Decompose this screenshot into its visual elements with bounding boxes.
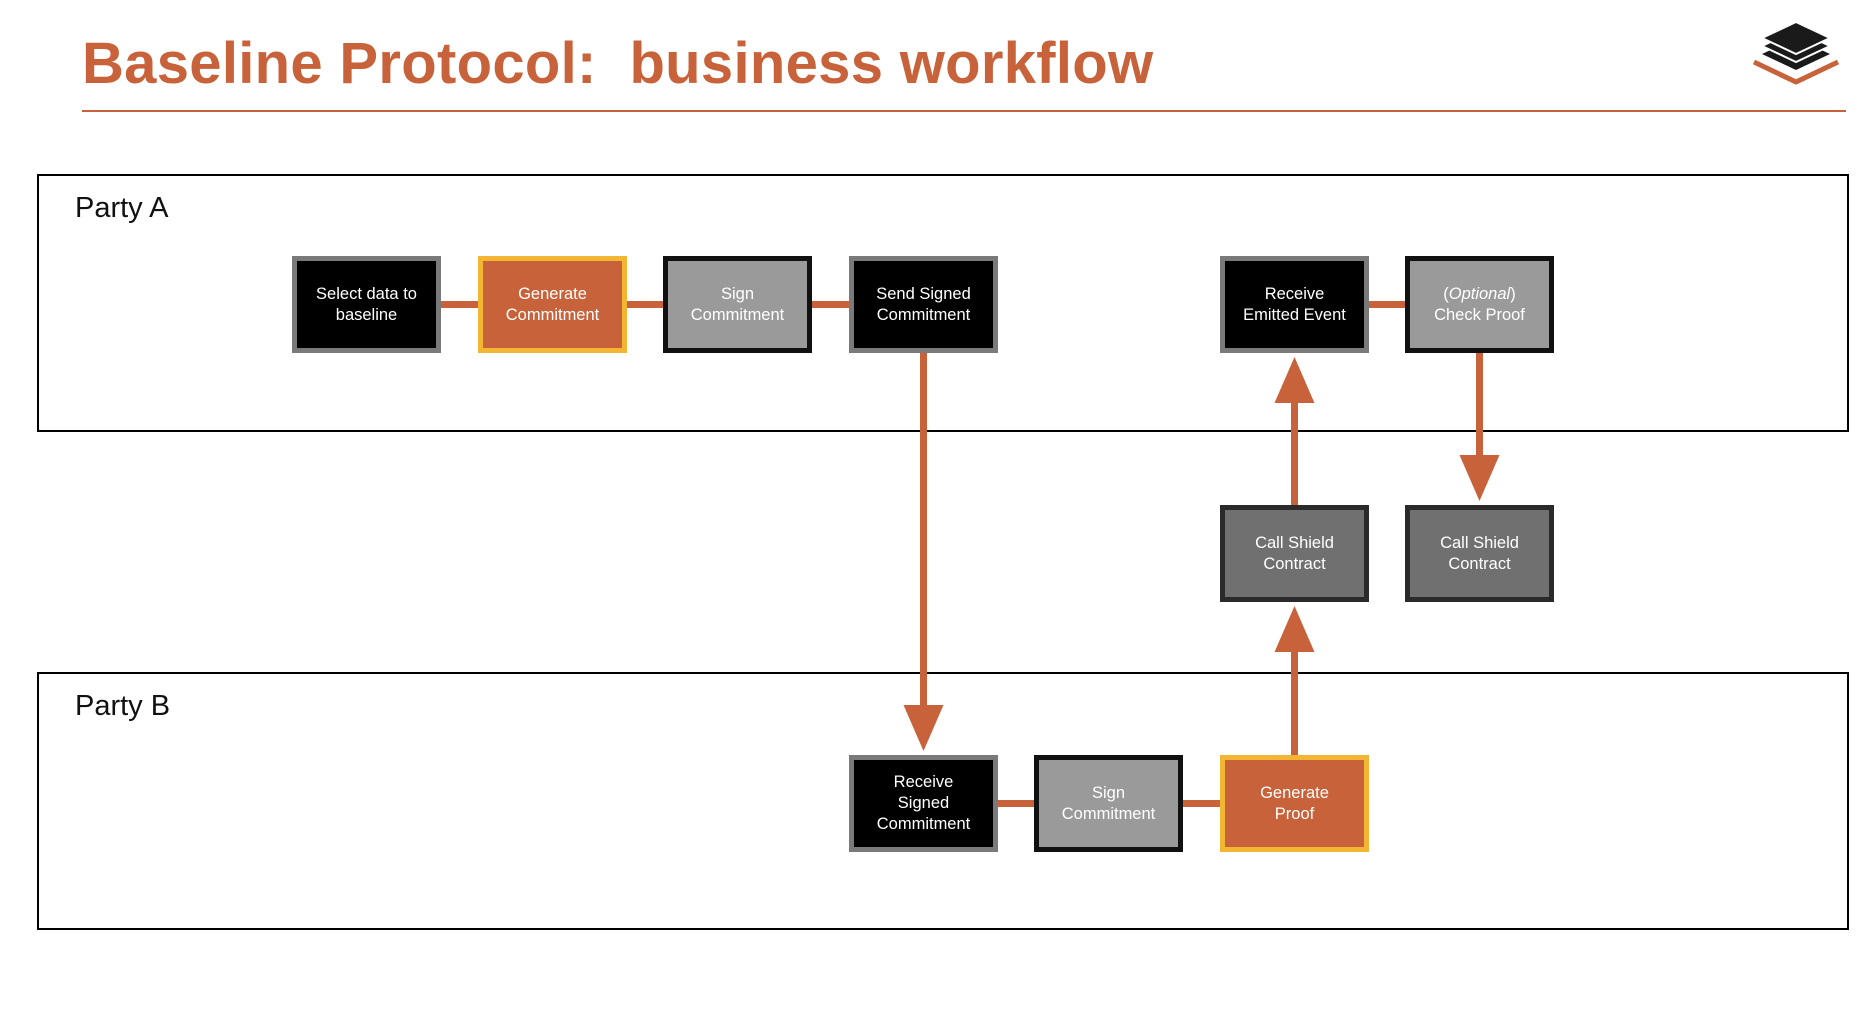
step-label: Sign Commitment <box>1061 783 1156 823</box>
step-label: (Optional) Check Proof <box>1434 284 1525 324</box>
step-label: Call Shield Contract <box>1255 533 1334 573</box>
page-title: Baseline Protocol: business workflow <box>82 31 1154 96</box>
lane-label-party-a: Party A <box>75 192 169 224</box>
arrowhead <box>903 705 944 751</box>
step-label: Sign Commitment <box>690 284 785 324</box>
arrowhead <box>1274 606 1315 652</box>
arrowhead <box>1274 357 1315 403</box>
step-label: Receive Emitted Event <box>1243 284 1346 324</box>
step-call-shield-contract-left[interactable]: Call Shield Contract <box>1220 505 1369 602</box>
stacked-layers-logo-icon <box>1752 20 1840 85</box>
step-label: Call Shield Contract <box>1440 533 1519 573</box>
step-label: Select data to baseline <box>316 284 417 324</box>
optional-qualifier: Optional <box>1448 284 1511 303</box>
step-generate-commitment[interactable]: Generate Commitment <box>478 256 627 353</box>
title-divider <box>82 110 1846 112</box>
step-label: Receive Signed Commitment <box>876 773 971 833</box>
step-call-shield-contract-right[interactable]: Call Shield Contract <box>1405 505 1554 602</box>
step-select-data-to-baseline[interactable]: Select data to baseline <box>292 256 441 353</box>
check-proof-text: Check Proof <box>1434 305 1525 324</box>
step-generate-proof[interactable]: Generate Proof <box>1220 755 1369 852</box>
step-sign-commitment-party-a[interactable]: Sign Commitment <box>663 256 812 353</box>
step-optional-check-proof[interactable]: (Optional) Check Proof <box>1405 256 1554 353</box>
lane-label-party-b: Party B <box>75 690 171 722</box>
step-receive-emitted-event[interactable]: Receive Emitted Event <box>1220 256 1369 353</box>
arrowhead <box>1459 455 1500 501</box>
step-label: Send Signed Commitment <box>876 284 971 324</box>
step-send-signed-commitment[interactable]: Send Signed Commitment <box>849 256 998 353</box>
step-label: Generate Commitment <box>505 284 600 324</box>
step-receive-signed-commitment[interactable]: Receive Signed Commitment <box>849 755 998 852</box>
step-sign-commitment-party-b[interactable]: Sign Commitment <box>1034 755 1183 852</box>
step-label: Generate Proof <box>1260 783 1329 823</box>
